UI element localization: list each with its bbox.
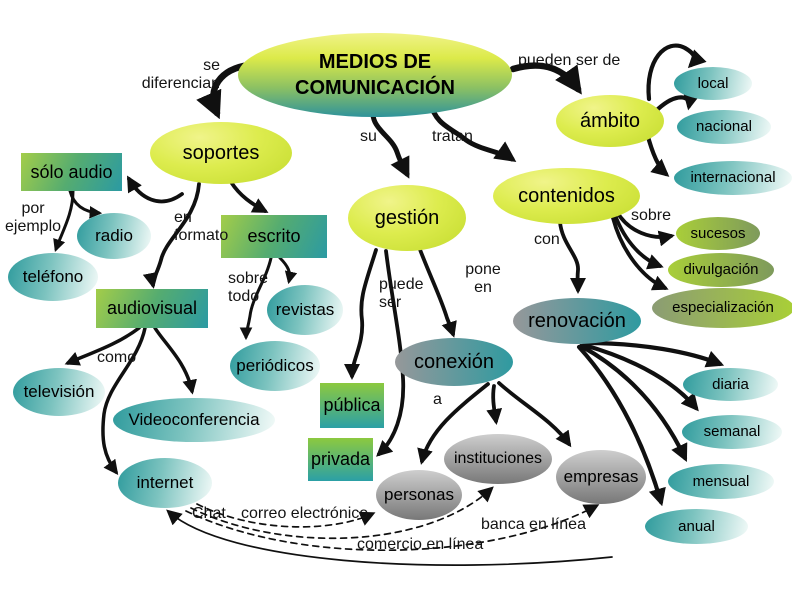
- node-television[interactable]: televisión: [13, 368, 105, 416]
- edge-label-a: a: [433, 391, 442, 408]
- node-divulgacion[interactable]: divulgación: [668, 253, 774, 287]
- node-medios-de-comunicacion[interactable]: MEDIOS DE COMUNICACIÓN: [238, 33, 512, 117]
- node-internet[interactable]: internet: [118, 458, 212, 508]
- edge-label-por-ejemplo: por ejemplo: [4, 200, 62, 236]
- edge-label-sobre: sobre: [631, 207, 672, 224]
- arrow-gestion-publica: [344, 248, 378, 380]
- edge-label-en-formato: en formato: [174, 209, 229, 245]
- arrow-solo-audio-radio: [68, 189, 103, 219]
- arrow-contenidos-especializacion: [611, 216, 669, 291]
- node-conexion[interactable]: conexión: [395, 338, 513, 386]
- edge-label-chat: Chat: [192, 505, 226, 522]
- edge-label-su: su: [360, 128, 377, 145]
- node-escrito[interactable]: escrito: [221, 215, 327, 258]
- node-solo-audio[interactable]: sólo audio: [21, 153, 122, 191]
- arrow-renovacion-mensual: [578, 343, 688, 462]
- node-instituciones[interactable]: instituciones: [444, 434, 552, 484]
- edge-label-se-diferencian: se diferencian: [141, 57, 220, 93]
- node-empresas[interactable]: empresas: [556, 450, 646, 504]
- node-periodicos[interactable]: periódicos: [230, 341, 320, 391]
- edge-label-pone-en: pone en: [465, 261, 501, 297]
- node-semanal[interactable]: semanal: [682, 415, 782, 449]
- arrow-ambito-nacional: [655, 91, 701, 112]
- arrow-gestion-privada: [376, 249, 406, 457]
- node-soportes[interactable]: soportes: [150, 122, 292, 184]
- edge-label-banca-en-linea: banca en línea: [481, 516, 586, 533]
- node-audiovisual[interactable]: audiovisual: [96, 289, 208, 328]
- arrow-audiovisual-television: [64, 326, 141, 366]
- arrow-audiovisual-videoconferencia: [153, 326, 197, 395]
- arrow-internet-empresas-dashed: [185, 504, 600, 552]
- node-especializacion[interactable]: especialización: [652, 288, 792, 328]
- arrow-audiovisual-internet: [101, 326, 147, 475]
- arrow-medios-contenidos: [427, 99, 517, 163]
- arrow-contenidos-divulgacion: [613, 213, 664, 270]
- arrow-solo-audio-telefono: [53, 189, 75, 252]
- arrow-escrito-revistas: [278, 256, 298, 285]
- arrow-internet-instituciones-dashed: [190, 486, 494, 540]
- arrow-return-internet-solid: [166, 509, 613, 566]
- node-mensual[interactable]: mensual: [668, 464, 774, 499]
- edge-label-sobre-todo: sobre todo: [228, 270, 269, 306]
- arrow-gestion-conexion: [417, 245, 457, 338]
- arrow-renovacion-diaria: [583, 340, 725, 368]
- node-local[interactable]: local: [674, 67, 752, 100]
- node-personas[interactable]: personas: [376, 470, 462, 520]
- arrow-renovacion-semanal: [581, 342, 699, 412]
- arrow-renovacion-anual: [576, 344, 666, 507]
- node-nacional[interactable]: nacional: [677, 110, 771, 144]
- node-anual[interactable]: anual: [645, 509, 748, 544]
- edge-label-como: como: [97, 349, 137, 366]
- arrow-internet-personas-dashed: [196, 503, 376, 528]
- arrow-ambito-internacional: [644, 130, 670, 177]
- arrow-conexion-empresas: [497, 381, 572, 448]
- arrow-escrito-periodicos: [239, 256, 273, 341]
- node-renovacion[interactable]: renovación: [513, 298, 641, 344]
- node-privada[interactable]: privada: [308, 438, 373, 481]
- node-contenidos[interactable]: contenidos: [493, 168, 640, 224]
- node-publica[interactable]: pública: [320, 383, 384, 428]
- arrow-conexion-personas: [417, 382, 490, 465]
- arrow-medios-gestion: [370, 101, 410, 179]
- node-telefono[interactable]: teléfono: [8, 253, 98, 301]
- arrow-medios-ambito: [509, 62, 582, 95]
- arrow-soportes-audiovisual: [142, 182, 201, 289]
- edge-label-puede-ser: puede ser: [379, 276, 424, 312]
- arrow-soportes-solo-audio: [126, 175, 184, 204]
- node-gestion[interactable]: gestión: [348, 185, 466, 251]
- edge-label-correo-electronico: correo electrónico: [241, 505, 369, 522]
- edge-label-tratan: tratan: [432, 128, 473, 145]
- arrow-conexion-instituciones: [486, 384, 503, 425]
- node-sucesos[interactable]: sucesos: [676, 217, 760, 250]
- edge-label-comercio-en-linea: comercio en línea: [357, 536, 484, 553]
- node-revistas[interactable]: revistas: [267, 285, 343, 335]
- edge-label-pueden-ser-de: pueden ser de: [518, 52, 621, 69]
- arrow-contenidos-sucesos: [615, 210, 675, 247]
- node-internacional[interactable]: internacional: [674, 161, 792, 195]
- node-radio[interactable]: radio: [77, 213, 151, 259]
- node-ambito[interactable]: ámbito: [556, 95, 664, 147]
- edge-label-con: con: [534, 231, 560, 248]
- node-videoconferencia[interactable]: Videoconferencia: [113, 398, 275, 442]
- arrow-ambito-local: [646, 43, 707, 102]
- arrow-contenidos-renovacion: [558, 220, 586, 294]
- arrow-soportes-escrito: [229, 180, 269, 213]
- node-diaria[interactable]: diaria: [683, 368, 778, 401]
